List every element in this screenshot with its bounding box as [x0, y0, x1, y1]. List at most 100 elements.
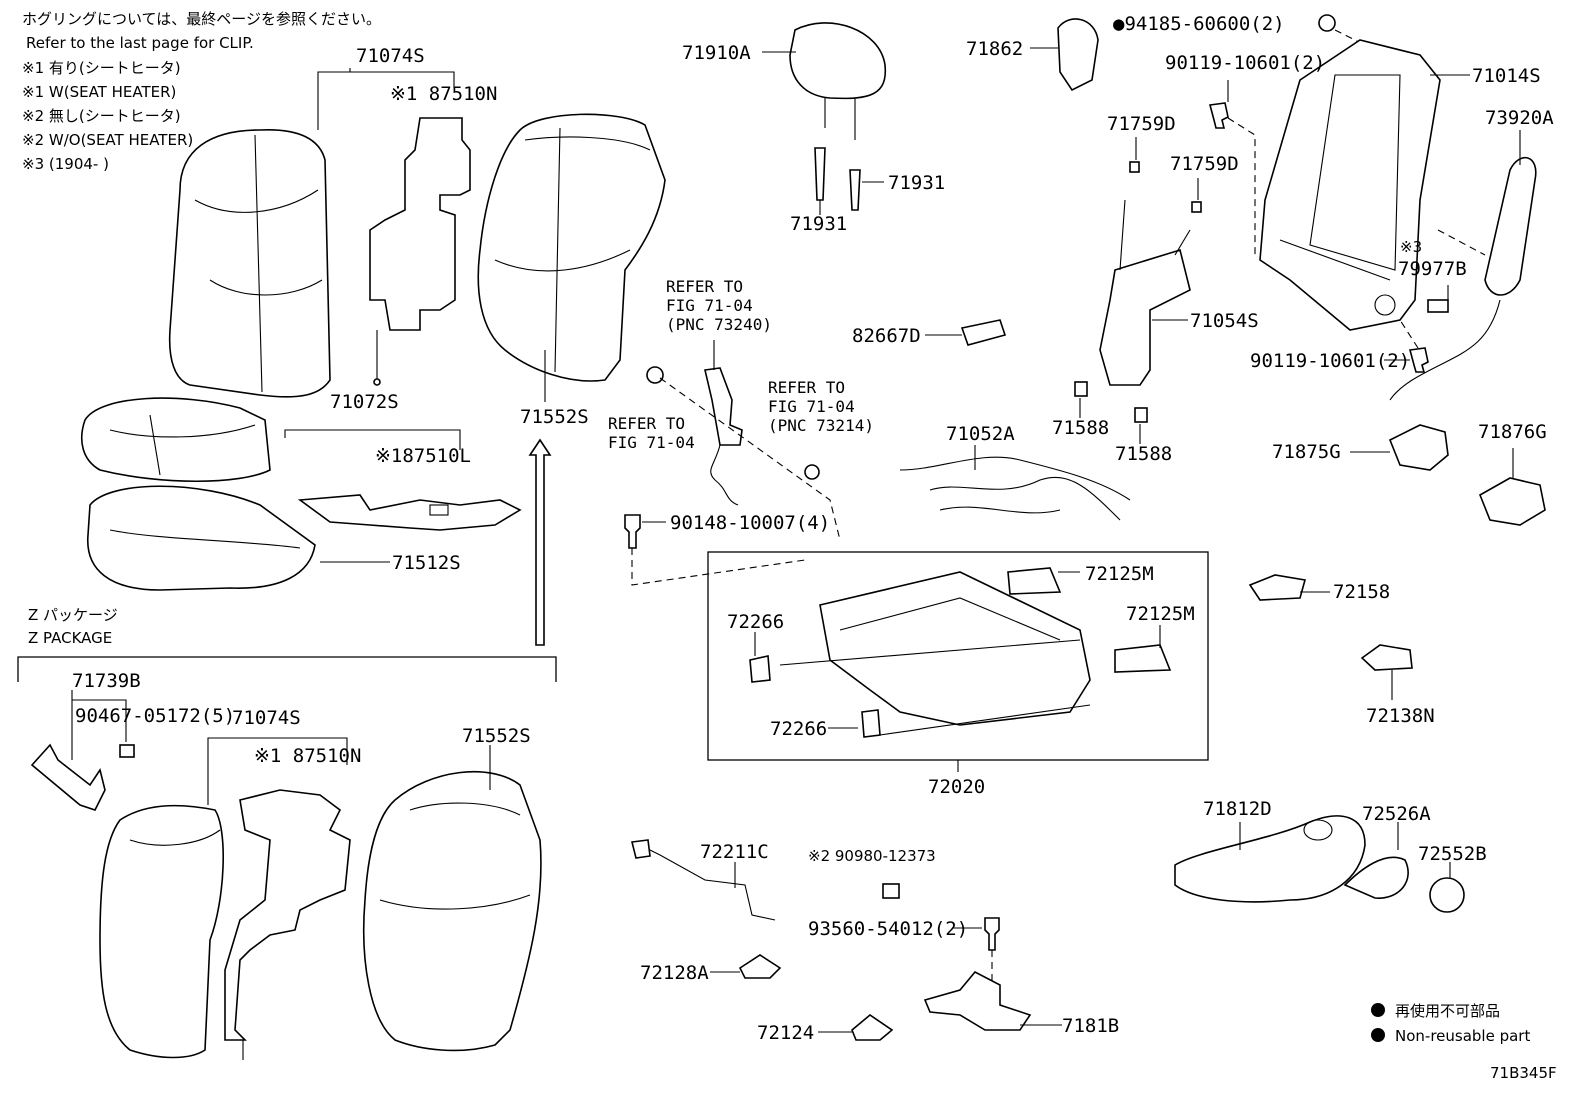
part-label: ※1 87510N — [254, 745, 361, 767]
part-label: 72211C — [700, 841, 769, 863]
seatback-cover-top — [168, 129, 331, 398]
note-2-jp: ※2 無し(シートヒータ) — [22, 107, 181, 125]
part-label: 72020 — [928, 776, 985, 798]
seat-cushion-pad — [87, 485, 316, 591]
part-label: 71739B — [72, 670, 141, 692]
part-label: 71052A — [946, 423, 1015, 445]
part-label: 71931 — [790, 213, 847, 235]
part-label: 71054S — [1190, 310, 1259, 332]
ref-line: (PNC 73214) — [768, 416, 874, 435]
knob-72526A — [1343, 856, 1409, 899]
part-label: 71552S — [520, 406, 589, 428]
part-label: ※2 90980-12373 — [808, 847, 936, 865]
side-airbag-73920A — [1389, 156, 1537, 401]
heater-mat-top — [369, 117, 471, 386]
note-1-en: ※1 W(SEAT HEATER) — [22, 83, 176, 101]
refer-to-fig: REFER TO FIG 71-04 — [608, 414, 695, 452]
part-label: 71931 — [888, 172, 945, 194]
heater-mat-z — [224, 789, 351, 1060]
trim-71862 — [1057, 18, 1099, 92]
ref-line: FIG 71-04 — [608, 433, 695, 452]
part-label: ●94185-60600(2) — [1113, 13, 1285, 35]
cover-71875G — [1388, 424, 1449, 471]
part-label: 72552B — [1418, 843, 1487, 865]
part-label: 71074S — [356, 45, 425, 67]
seatback-frame — [1259, 39, 1441, 331]
part-label: 90467-05172(5) — [75, 705, 235, 727]
part-label: 90148-10007(4) — [670, 512, 830, 534]
lumbar-support-71054S — [1099, 199, 1191, 386]
part-label: 71759D — [1107, 113, 1176, 135]
seatback-cover-z — [99, 804, 225, 1059]
part-label: 90119-10601(2) — [1165, 52, 1325, 74]
part-label: 71876G — [1478, 421, 1547, 443]
part-label: 72125M — [1126, 603, 1195, 625]
part-label: 71588 — [1115, 443, 1172, 465]
bolt-90148 — [624, 514, 641, 549]
part-label: 71014S — [1472, 65, 1541, 87]
part-label: 72158 — [1333, 581, 1390, 603]
shield-71812D — [1174, 815, 1366, 903]
part-label: 82667D — [852, 325, 921, 347]
part-label: 72266 — [727, 611, 784, 633]
part-label: 90119-10601(2) — [1250, 350, 1410, 372]
ref-line: REFER TO — [666, 277, 743, 296]
bolt-93560 — [984, 917, 1000, 951]
clip-90980 — [882, 883, 900, 899]
bolt-90119-a — [1208, 102, 1229, 129]
part-label: 72125M — [1085, 563, 1154, 585]
legend-jp: 再使用不可部品 — [1395, 1002, 1500, 1020]
part-label: 72124 — [757, 1022, 814, 1044]
ref-line: REFER TO — [768, 378, 845, 397]
note-3: ※3 (1904- ) — [22, 155, 109, 173]
cap-72552B — [1429, 877, 1465, 913]
part-label: 93560-54012(2) — [808, 918, 968, 940]
part-label: 71812D — [1203, 798, 1272, 820]
legend-en: Non-reusable part — [1395, 1027, 1530, 1045]
upward-arrow — [528, 438, 552, 646]
part-label: 71072S — [330, 391, 399, 413]
part-label-note: ※3 — [1400, 238, 1422, 256]
note-clip-jp: ホグリングについては、最終ページを参照ください。 — [22, 10, 381, 28]
part-label: 7181B — [1062, 1015, 1119, 1037]
bracket-7181B — [923, 970, 1032, 1031]
refer-to-73240: REFER TO FIG 71-04 (PNC 73240) — [666, 277, 772, 334]
seatback-frame-cover-top — [477, 113, 666, 382]
part-label: 71074S — [232, 707, 301, 729]
z-package-jp: Z パッケージ — [28, 606, 118, 624]
nut-94185 — [1318, 14, 1336, 32]
note-2-en: ※2 W/O(SEAT HEATER) — [22, 131, 193, 149]
z-package-bracket: Z パッケージ Z PACKAGE — [17, 606, 557, 682]
part-label: 79977B — [1398, 258, 1467, 280]
label-79977B — [1427, 299, 1449, 313]
cover-72158 — [1248, 574, 1307, 601]
clip-71588-a — [1074, 381, 1088, 397]
part-label: 72128A — [640, 962, 709, 984]
note-clip-en: Refer to the last page for CLIP. — [26, 34, 254, 52]
rod-72211C — [631, 839, 776, 921]
seat-cushion-cover — [81, 397, 271, 483]
ref-line: FIG 71-04 — [666, 296, 753, 315]
headrest — [789, 22, 887, 140]
figure-code: 71B345F — [1490, 1064, 1557, 1082]
part-label: 72526A — [1362, 803, 1431, 825]
nut-71759D-a — [1129, 161, 1140, 173]
part-label: 73920A — [1485, 107, 1554, 129]
clip-71588-b — [1134, 407, 1148, 423]
side-shield-z — [30, 743, 135, 811]
bolt-90119-b — [1408, 347, 1429, 373]
part-label: 72138N — [1366, 705, 1435, 727]
ref-line: REFER TO — [608, 414, 685, 433]
headrest-guides — [814, 147, 861, 211]
tab-82667D — [960, 319, 1007, 346]
nut-71759D-b — [1191, 201, 1202, 213]
part-label: 71759D — [1170, 153, 1239, 175]
ref-line: (PNC 73240) — [666, 315, 772, 334]
part-labels: 71074S ※1 87510N 71072S ※187510L 71512S … — [72, 13, 1554, 1044]
seat-track-frame — [749, 567, 1172, 738]
z-package-en: Z PACKAGE — [28, 629, 112, 647]
part-label: 71910A — [682, 42, 751, 64]
cover-72124 — [851, 1013, 894, 1041]
part-label: ※1 87510N — [390, 83, 497, 105]
